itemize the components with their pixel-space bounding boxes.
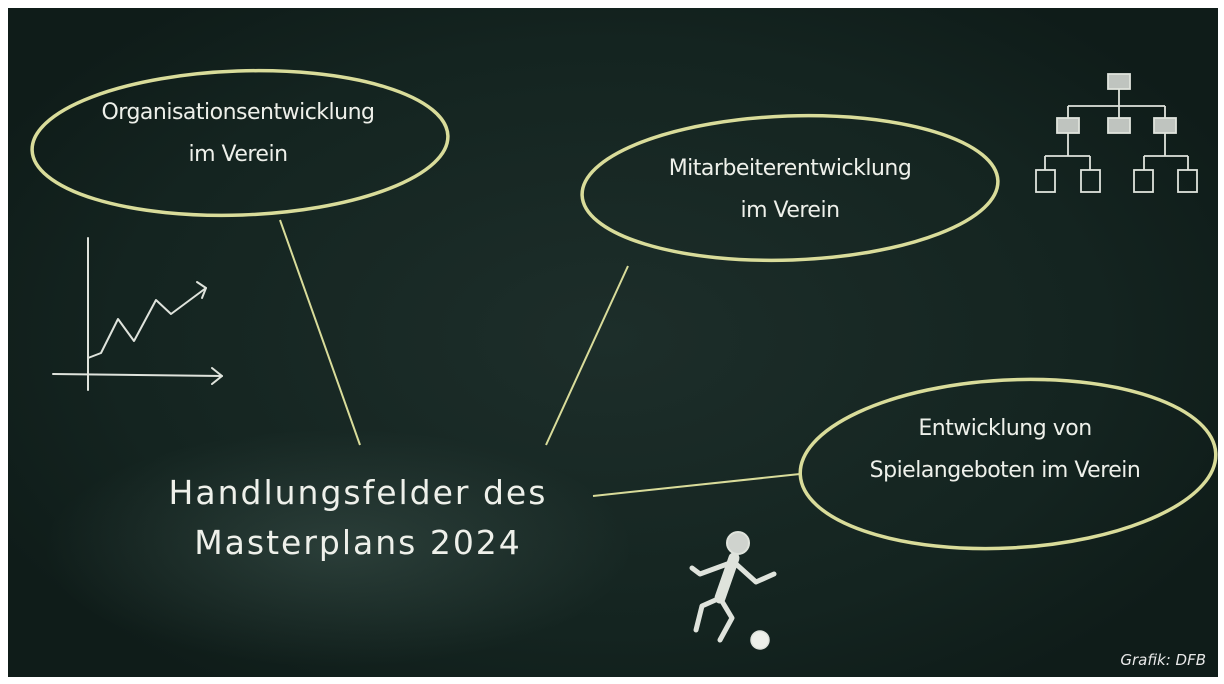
org-chart-icon <box>1035 73 1198 193</box>
central-title-line-1: Handlungsfelder des <box>168 473 548 512</box>
central-title-line-2: Masterplans 2024 <box>194 522 522 562</box>
bubble-label-line-2: Spielangeboten im Verein <box>869 457 1141 483</box>
bubble-outline-spielangebote <box>798 377 1218 551</box>
image-credit: Grafik: DFB <box>1120 651 1206 669</box>
bubble-label-line-2: im Verein <box>188 141 288 167</box>
connector-line-mitarbeiter <box>545 265 629 446</box>
bubble-outline-mitarbeiter <box>580 113 1000 263</box>
chalkboard: Organisationsentwicklung im Verein Mitar… <box>8 8 1218 677</box>
central-title: Handlungsfelder des Masterplans 2024 <box>128 468 588 567</box>
bubble-outline-organisation <box>30 68 450 218</box>
growth-chart-icon <box>52 237 223 391</box>
bubble-organisationsentwicklung: Organisationsentwicklung im Verein <box>38 92 438 176</box>
bubble-label-line-1: Entwicklung von <box>918 416 1092 441</box>
bubble-label-line-1: Organisationsentwicklung <box>101 100 375 125</box>
connector-line-organisation <box>279 219 361 446</box>
bubble-spielangebote: Entwicklung von Spielangeboten im Verein <box>805 408 1205 492</box>
diagram-canvas <box>30 68 1218 650</box>
bubble-mitarbeiterentwicklung: Mitarbeiterentwicklung im Verein <box>590 148 990 232</box>
bubble-label-line-1: Mitarbeiterentwicklung <box>668 156 912 181</box>
connector-line-spielangebote <box>592 473 801 497</box>
football-player-icon <box>689 531 777 650</box>
bubble-label-line-2: im Verein <box>740 197 840 223</box>
